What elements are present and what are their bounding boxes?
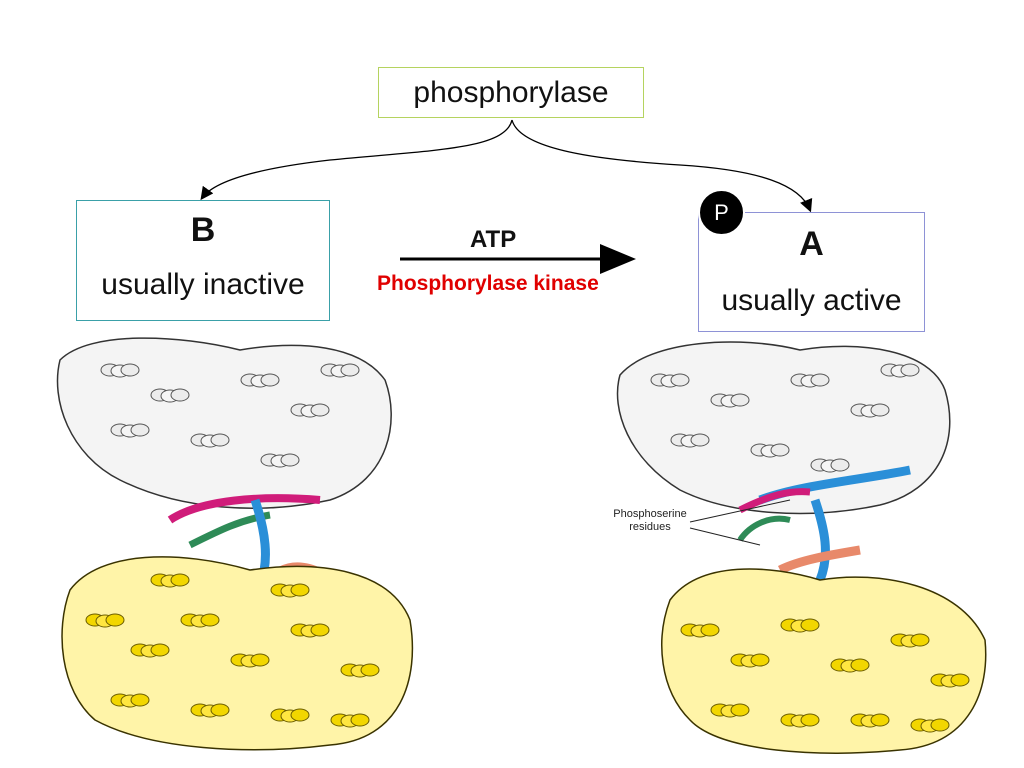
phosphate-badge: P [698,189,745,236]
phosphoserine-annotation: Phosphoserine residues [595,508,705,534]
form-b-box: B usually inactive [76,200,330,321]
kinase-label: Phosphorylase kinase [377,272,599,295]
arrow-to-b [200,119,513,201]
structure-b-image [56,337,414,751]
structure-a-image [616,341,987,754]
atp-label: ATP [470,226,517,253]
annotation-line-1: Phosphoserine [613,508,687,520]
form-a-box: A usually active [698,212,925,332]
arrow-to-a [511,119,813,213]
form-b-letter: B [190,211,216,249]
form-b-state: usually inactive [101,268,305,301]
form-a-letter: A [799,225,824,263]
phosphorylase-box: phosphorylase [378,67,644,118]
phosphate-label: P [714,199,729,225]
phosphorylase-label: phosphorylase [413,75,609,109]
annotation-line-2: residues [629,521,671,533]
form-a-state: usually active [721,284,902,317]
